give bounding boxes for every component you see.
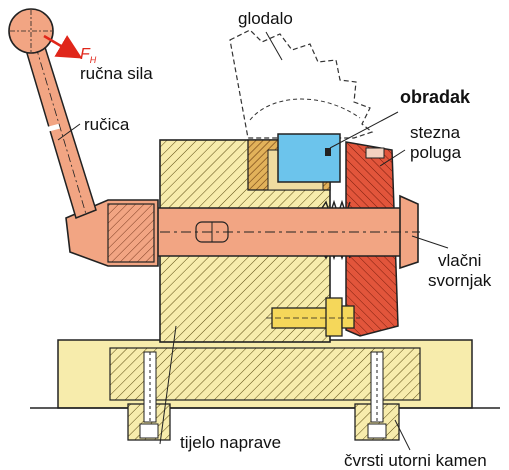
label-clamp-lever-2: poluga — [410, 143, 462, 162]
label-fixed-key: čvrsti utorni kamen — [344, 451, 487, 470]
base-plate — [30, 339, 500, 409]
milling-cutter — [229, 29, 374, 139]
label-hand-force: ručna sila — [80, 64, 153, 83]
adjusting-screw — [266, 297, 360, 337]
tension-bolt — [117, 194, 420, 270]
label-fixture-body: tijelo naprave — [180, 433, 282, 452]
leader-lines — [57, 31, 449, 451]
base-screw-right — [370, 351, 384, 423]
handle-hub — [65, 199, 159, 267]
label-force-symbol: FH — [80, 46, 97, 66]
label-handle: ručica — [84, 115, 130, 134]
label-clamp-lever-1: stezna — [410, 123, 461, 142]
label-cutter: glodalo — [238, 9, 293, 28]
label-workpiece: obradak — [400, 87, 471, 107]
label-tension-bolt-1: vlačni — [438, 251, 482, 270]
hand-force-arrow — [43, 34, 83, 59]
handle-ball — [8, 8, 54, 54]
label-tension-bolt-2: svornjak — [428, 271, 492, 290]
base-screw-left — [143, 351, 157, 423]
workpiece — [277, 133, 341, 183]
